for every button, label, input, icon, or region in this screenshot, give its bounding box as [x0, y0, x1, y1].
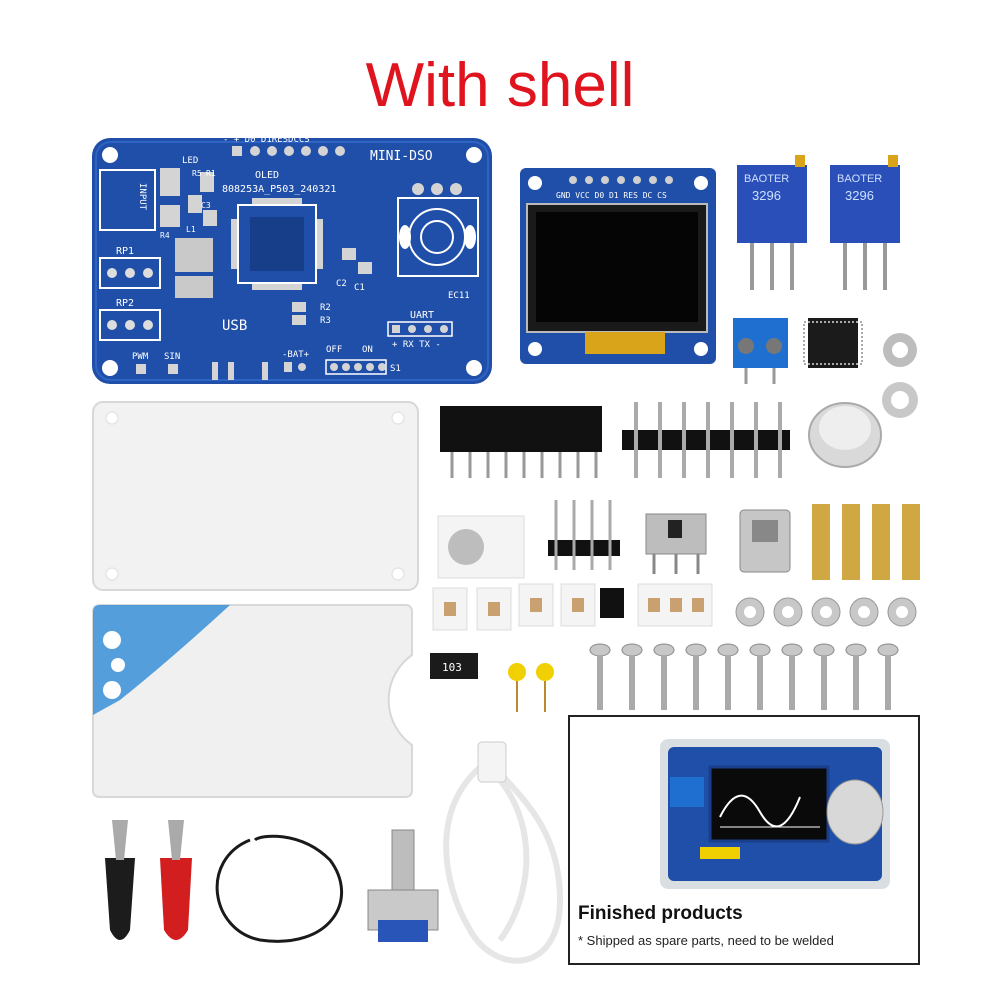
pcb-model: 808253A_P503_240321	[222, 184, 336, 195]
pcb-r1: R1	[206, 169, 216, 178]
resistor-code: 103	[442, 661, 462, 674]
pcb-r5: R5	[192, 169, 202, 178]
alligator-clips	[105, 820, 192, 940]
pcb-title: MINI-DSO	[370, 149, 433, 164]
pcb-usb: USB	[222, 318, 247, 334]
male-header	[622, 402, 790, 478]
pot2-code: 3296	[845, 188, 874, 203]
finished-products-title: Finished products	[578, 903, 743, 924]
screws	[589, 643, 899, 710]
pot1-brand: BAOTER	[744, 173, 789, 185]
pcb-l1: L1	[186, 225, 196, 234]
pcb-led: LED	[182, 156, 198, 166]
black-wire	[215, 834, 343, 943]
pcb-c3: C3	[201, 201, 211, 210]
pcb-off: OFF	[326, 345, 342, 355]
right-angle-header	[548, 500, 620, 570]
pcb-on: ON	[362, 345, 373, 355]
test-points	[508, 663, 554, 712]
brass-standoffs	[812, 504, 920, 580]
heading-with-shell: With shell	[365, 51, 635, 120]
smd-resistor	[430, 653, 478, 679]
pcb-r3: R3	[320, 316, 331, 326]
terminal-block	[733, 318, 788, 384]
rotary-encoder	[367, 829, 439, 942]
pcb-input: INPUT	[137, 183, 147, 211]
smd-components	[432, 583, 713, 631]
oled-pin-labels: GND VCC D0 D1 RES DC CS	[556, 191, 667, 200]
pcb-rp1: RP1	[116, 246, 134, 257]
knob-cap	[808, 402, 882, 468]
pcb-bat: -BAT+	[282, 350, 310, 360]
pcb-r4: R4	[160, 231, 170, 240]
pcb-r2: R2	[320, 303, 331, 313]
oled-module: GND VCC D0 D1 RES DC CS	[520, 168, 716, 364]
pcb-pwm: PWM	[132, 352, 149, 362]
trimmer-pots: BAOTER 3296 BAOTER 3296	[737, 155, 900, 290]
acrylic-top-plate	[92, 401, 419, 591]
slide-switch	[645, 513, 707, 574]
usb-plug	[477, 741, 507, 783]
pcb-uart: UART	[410, 310, 434, 321]
qfp-chip	[803, 318, 863, 368]
pcb-oled-label: OLED	[255, 170, 279, 181]
pcb-c2: C2	[336, 279, 347, 289]
pcb-ec11: EC11	[448, 291, 470, 301]
usb-cable	[443, 757, 564, 964]
pot1-code: 3296	[752, 188, 781, 203]
finished-product-image	[660, 739, 890, 889]
pcb-uart-pins: + RX TX -	[392, 340, 441, 350]
pot2-brand: BAOTER	[837, 173, 882, 185]
finished-products-inset: Finished products * Shipped as spare par…	[568, 715, 920, 965]
pcb-sin: SIN	[164, 352, 180, 362]
pcb-oled-pins: - + D0 D1RESDCCS	[223, 135, 310, 145]
main-pcb: MINI-DSO - + D0 D1RESDCCS OLED 808253A_P…	[92, 135, 492, 384]
finished-products-note: * Shipped as spare parts, need to be wel…	[578, 933, 834, 948]
pcb-s1: S1	[390, 364, 401, 374]
female-header	[440, 406, 602, 478]
pcb-c1: C1	[354, 283, 365, 293]
acrylic-bottom-plate	[92, 604, 413, 798]
pcb-rp2: RP2	[116, 298, 134, 309]
